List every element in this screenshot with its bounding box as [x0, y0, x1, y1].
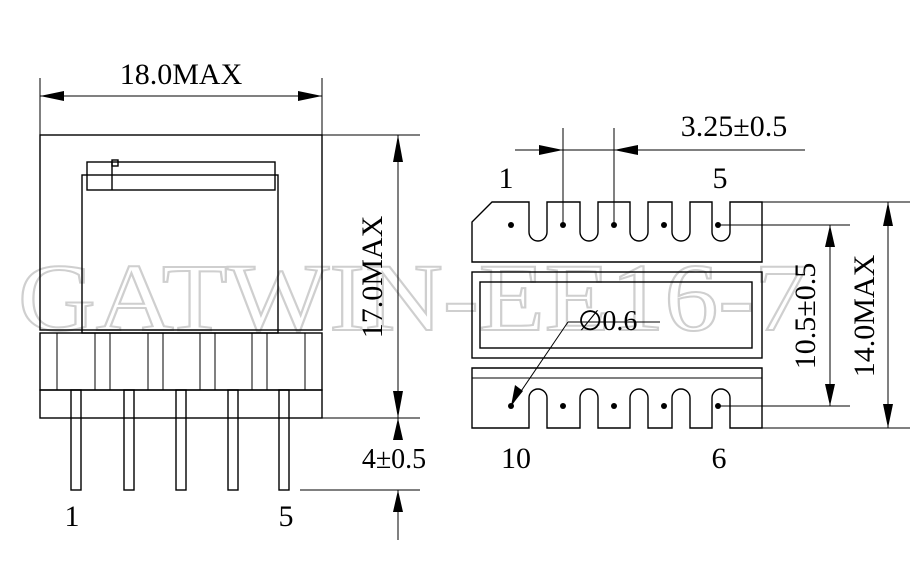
row-spacing-label: 10.5±0.5 [789, 263, 822, 369]
side-pin-label-right: 5 [279, 500, 294, 533]
pin-hole-9 [560, 403, 566, 409]
center-core [471, 271, 763, 359]
bottom-pin-label-right: 6 [712, 442, 727, 475]
pin-hole-8 [611, 403, 617, 409]
bobbin-top-flange [86, 161, 276, 191]
watermark-text: GATWIN-EE16-7 [18, 244, 808, 351]
pin-length-label: 4±0.5 [362, 444, 426, 475]
top-pin-label-right: 5 [713, 162, 728, 195]
side-pin-label-left: 1 [65, 500, 80, 533]
side-pin-5 [278, 389, 290, 491]
side-pin-4 [227, 389, 239, 491]
bottom-pin-row [471, 367, 763, 429]
pin-hole-7 [661, 403, 667, 409]
side-pin-1 [70, 389, 82, 491]
height-dimension-label: 17.0MAX [356, 215, 389, 338]
pin-hole-1 [508, 222, 514, 228]
side-pin-2 [123, 389, 135, 491]
top-view: 3.25±0.5 1 5 10 6 ∅0.6 10.5±0.5 14.0MAX [471, 110, 910, 475]
pin-diameter-label: ∅0.6 [578, 306, 637, 337]
side-view: 18.0MAX 17.0MAX 4±0.5 1 5 [39, 58, 426, 540]
top-pin-label-left: 1 [499, 162, 514, 195]
base-lower [39, 389, 323, 419]
pin-hole-4 [661, 222, 667, 228]
side-pin-3 [175, 389, 187, 491]
top-pin-row [471, 201, 763, 263]
pin-pitch-label: 3.25±0.5 [681, 110, 787, 143]
bottom-pin-label-left: 10 [501, 442, 531, 475]
depth-dimension-label: 14.0MAX [848, 254, 881, 377]
width-dimension-label: 18.0MAX [120, 58, 243, 91]
